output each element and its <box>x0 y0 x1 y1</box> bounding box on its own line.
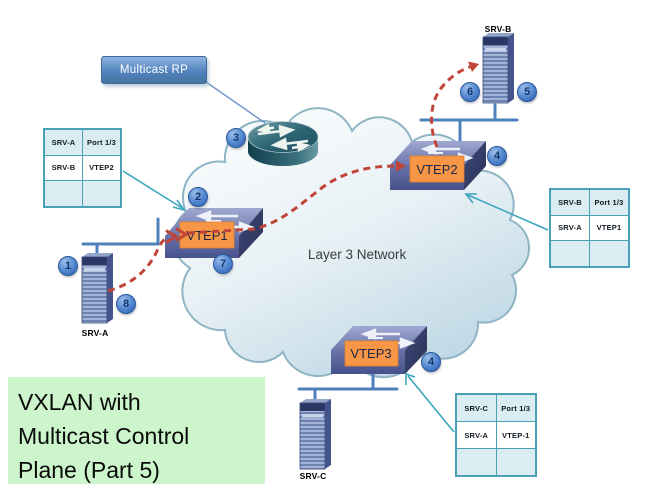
table-cell: SRV-C <box>457 395 496 421</box>
server-srv-b <box>482 33 514 104</box>
layer3-network-label: Layer 3 Network <box>308 247 407 262</box>
table-cell: VTEP1 <box>590 215 628 241</box>
step-badge-3: 3 <box>226 128 246 148</box>
table-cell: SRV-B <box>551 190 589 215</box>
srv-c-label: SRV-C <box>299 471 327 481</box>
table-cell <box>457 449 496 475</box>
vtep2-switch: VTEP2 <box>390 141 486 190</box>
slide-title-box: VXLAN with Multicast Control Plane (Part… <box>8 377 265 484</box>
step-badge-4a: 4 <box>487 146 507 166</box>
title-line-2: Multicast Control <box>18 423 190 449</box>
server-srv-a <box>81 253 113 324</box>
multicast-rp-box: Multicast RP <box>101 56 207 84</box>
vtep3-mapping-table: SRV-C Port 1/3 SRV-A VTEP-1 <box>455 393 537 477</box>
table-cell <box>496 449 535 475</box>
multicast-rp-label: Multicast RP <box>119 64 189 76</box>
path-vtep1-to-vtep2 <box>187 164 397 235</box>
vtep1-mapping-table: SRV-A Port 1/3 SRV-B VTEP2 <box>43 128 122 208</box>
step-badge-7: 7 <box>213 254 233 274</box>
step-badge-4b: 4 <box>421 352 441 372</box>
srv-a-label: SRV-A <box>81 328 109 338</box>
table-cell: SRV-A <box>551 215 589 241</box>
table-cell: VTEP2 <box>83 155 120 181</box>
table-callout-lines <box>122 170 549 433</box>
path-vtep2-to-srvb <box>430 65 471 148</box>
step-badge-5: 5 <box>517 82 537 102</box>
vtep3-switch: VTEP3 <box>331 326 427 374</box>
vtep2-mapping-table: SRV-B Port 1/3 SRV-A VTEP1 <box>549 188 630 268</box>
vtep2-label: VTEP2 <box>416 162 457 177</box>
table-cell <box>45 181 82 206</box>
table-cell <box>590 241 628 266</box>
title-line-1: VXLAN with <box>18 389 141 415</box>
table-cell: SRV-B <box>45 155 82 181</box>
step-badge-8: 8 <box>116 294 136 314</box>
router-icon <box>247 121 319 166</box>
table-cell: Port 1/3 <box>83 130 120 155</box>
step-badge-6: 6 <box>460 82 480 102</box>
title-line-3: Plane (Part 5) <box>18 457 160 483</box>
table-cell <box>83 181 120 206</box>
table-cell: VTEP-1 <box>496 422 535 448</box>
table-cell: Port 1/3 <box>590 190 628 215</box>
vtep3-label: VTEP3 <box>350 346 391 361</box>
step-badge-2: 2 <box>188 187 208 207</box>
table-cell: Port 1/3 <box>496 395 535 421</box>
table-cell: SRV-A <box>45 130 82 155</box>
multicast-paths <box>107 61 479 293</box>
table-cell <box>551 241 589 266</box>
path-srva-to-vtep1 <box>107 236 167 293</box>
table-cell: SRV-A <box>457 422 496 448</box>
server-srv-c <box>299 399 331 470</box>
rp-to-router-line <box>205 81 269 126</box>
vtep1-label: VTEP1 <box>186 228 227 243</box>
srv-b-label: SRV-B <box>484 24 512 34</box>
step-badge-1: 1 <box>58 256 78 276</box>
